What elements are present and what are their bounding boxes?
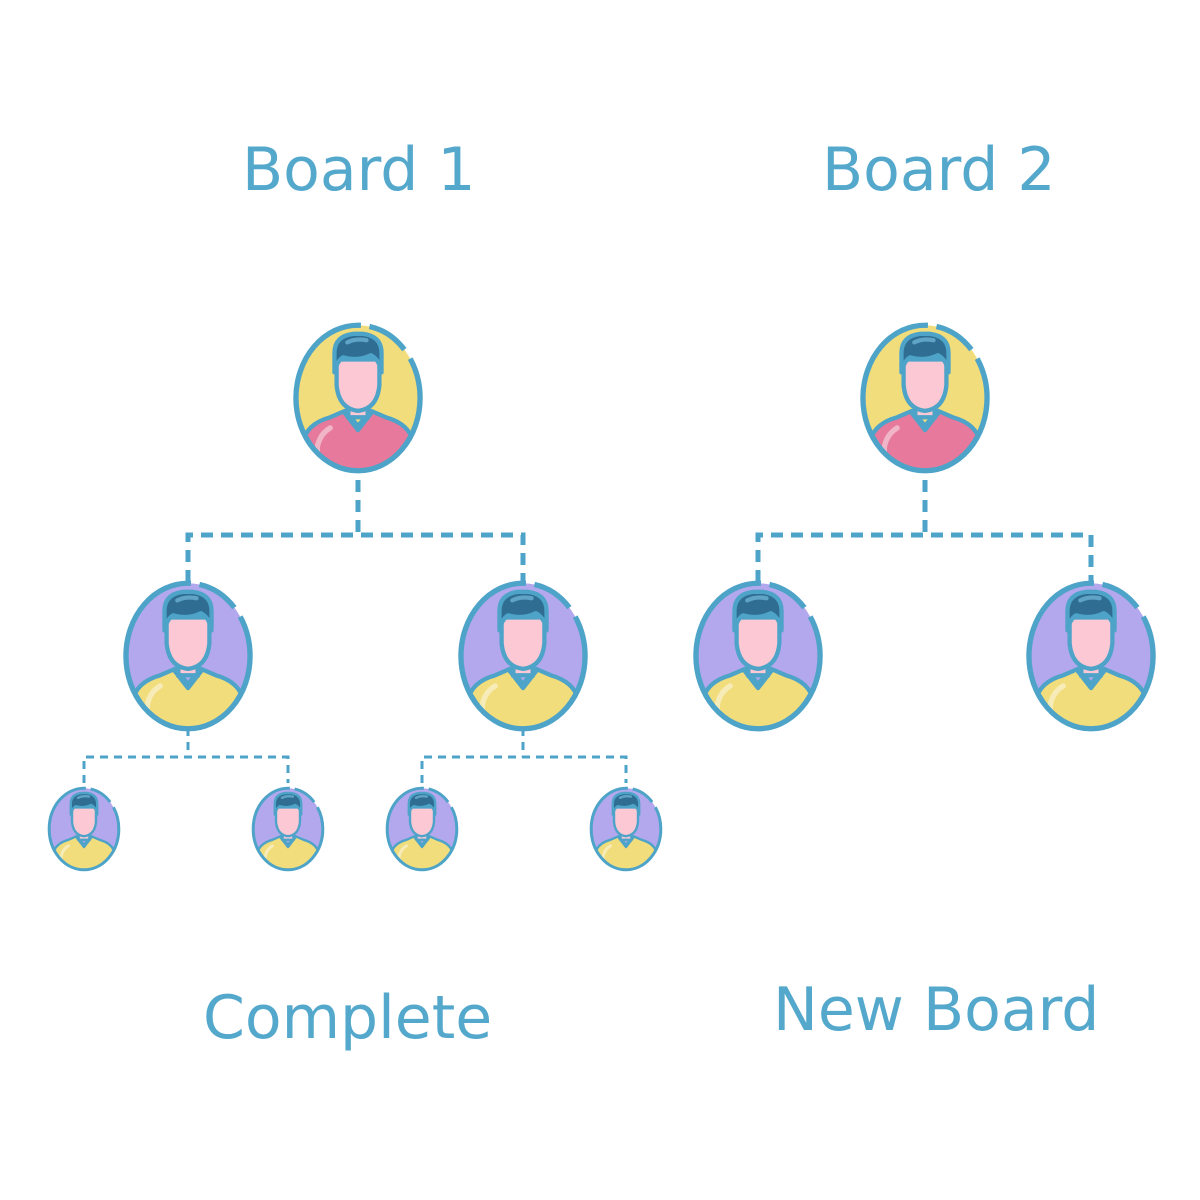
- board-1-leaf-2-avatar: [251, 786, 325, 872]
- b1-level1-bar: [185, 532, 526, 582]
- board-1-root-avatar: [293, 322, 423, 474]
- board-2-title: Board 2: [822, 135, 1056, 205]
- avatars: [47, 322, 1156, 872]
- board-2-status: New Board: [773, 975, 1100, 1045]
- board-1-leaf-3-avatar: [385, 786, 459, 872]
- board-1-right-avatar: [458, 580, 588, 732]
- board-1-title: Board 1: [242, 135, 476, 205]
- board-1-leaf-4-avatar: [589, 786, 663, 872]
- board-2-left-avatar: [693, 580, 823, 732]
- board-2-root-avatar: [860, 322, 990, 474]
- board-2-right-avatar: [1026, 580, 1156, 732]
- board-1-leaf-1-avatar: [47, 786, 121, 872]
- board-1-status: Complete: [203, 983, 493, 1053]
- b1-left-bar: [82, 755, 290, 783]
- b1-right-bar: [420, 755, 628, 783]
- board-1-left-avatar: [123, 580, 253, 732]
- connector-lines: [82, 480, 1094, 783]
- b2-level1-bar: [755, 532, 1094, 582]
